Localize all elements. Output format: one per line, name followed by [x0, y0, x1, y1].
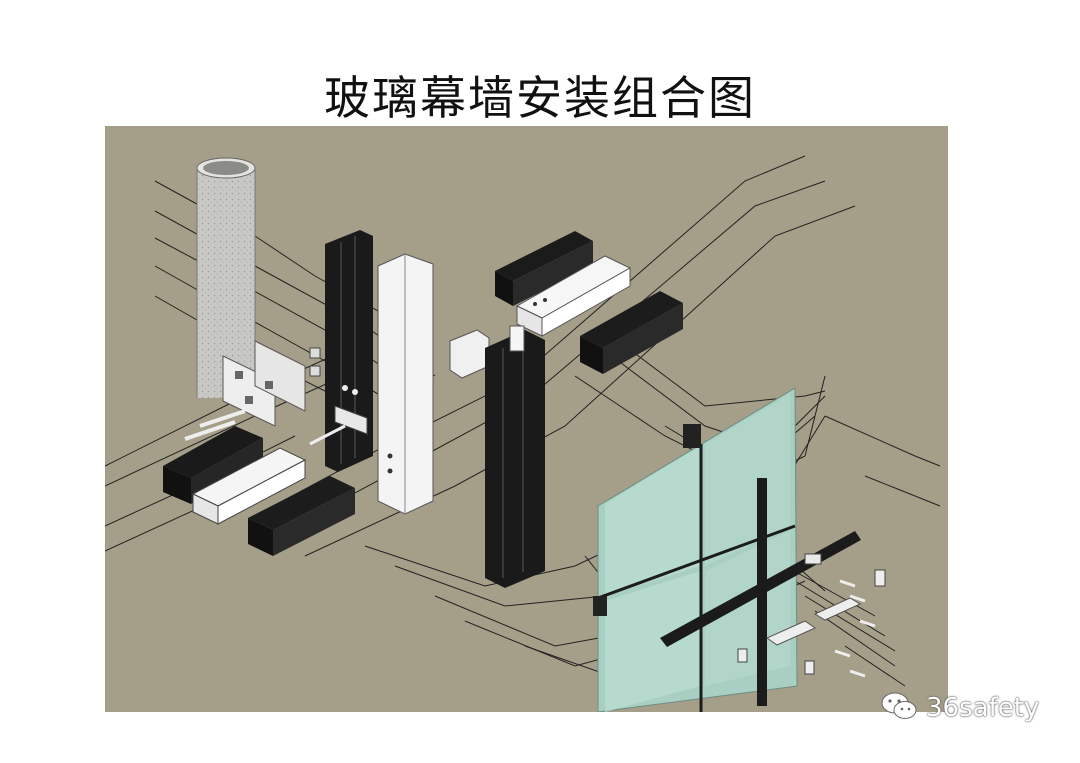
black-steel-mullion: [309, 230, 373, 472]
watermark: 36safety: [880, 690, 1039, 726]
glass-curtain-wall-panel: [593, 387, 798, 712]
embedded-plate-assembly: [184, 340, 321, 441]
assembly-drawing: [105, 155, 941, 712]
left-lower-channels: [163, 426, 355, 556]
fixing-clips: [737, 569, 886, 678]
right-steel-mullion: [449, 325, 545, 588]
watermark-text: 36safety: [926, 693, 1040, 723]
white-aluminium-tube: [377, 253, 434, 515]
curtain-wall-assembly-diagram: [105, 126, 948, 712]
slide-title: 玻璃幕墙安装组合图: [324, 71, 756, 125]
wechat-icon: [880, 690, 920, 726]
cross-steel-frame: [660, 478, 861, 706]
concrete-column: [196, 157, 256, 398]
upper-right-channels: [495, 231, 683, 374]
